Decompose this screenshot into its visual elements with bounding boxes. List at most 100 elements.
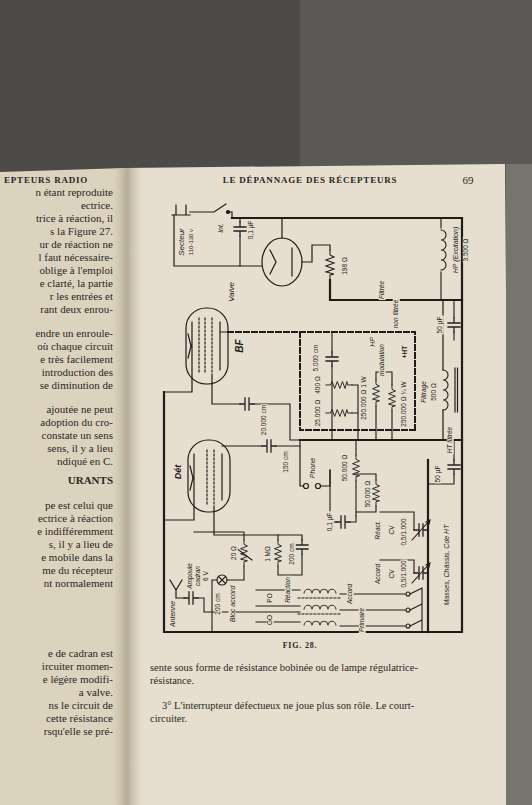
component-label: Bloc accord bbox=[229, 585, 236, 624]
component-label: cadran bbox=[195, 565, 202, 587]
dial-lamp bbox=[212, 577, 226, 633]
tuning-coils bbox=[256, 589, 405, 626]
component-label: 50 µF bbox=[435, 465, 442, 484]
tuning-coils bbox=[304, 621, 336, 625]
background bbox=[112, 168, 142, 805]
page-text: e de cadran est bbox=[48, 648, 113, 659]
component-label: modulation bbox=[379, 343, 386, 377]
resistor-symbol bbox=[373, 380, 380, 406]
component-label: Accord bbox=[375, 563, 382, 585]
component-label: 6 V bbox=[203, 570, 210, 582]
page-text: e mobile dans la bbox=[41, 552, 113, 563]
component-label: Antenne bbox=[169, 600, 176, 628]
component-label: 0,5/1.000 bbox=[401, 559, 408, 588]
capacitor-symbol bbox=[234, 222, 246, 236]
variable-capacitors bbox=[412, 520, 430, 583]
antenna bbox=[170, 580, 184, 598]
capacitor-symbol bbox=[296, 540, 308, 554]
schematic-wiring bbox=[278, 535, 302, 575]
bf-tube bbox=[199, 318, 212, 374]
component-label: 25.000 Ω bbox=[315, 399, 322, 428]
bf-tube bbox=[212, 374, 240, 404]
ht-filtered-bus bbox=[300, 439, 462, 441]
capacitor-symbol bbox=[326, 352, 338, 366]
page-text: rsqu'elle se pré- bbox=[44, 726, 113, 737]
component-label: HT filtrée bbox=[447, 426, 454, 454]
page-text: adoption du cro- bbox=[40, 417, 113, 428]
resistor-symbol bbox=[326, 382, 352, 389]
capacitor-symbol bbox=[448, 318, 460, 332]
capacitor-symbol bbox=[184, 592, 198, 604]
filtered-bus bbox=[330, 280, 462, 300]
schematic-wiring bbox=[356, 440, 376, 516]
schematic-wiring bbox=[453, 300, 454, 340]
page-text: l faut nécessaire- bbox=[38, 252, 113, 263]
schematic-wiring bbox=[440, 218, 441, 300]
bf-tube bbox=[164, 322, 228, 392]
component-label: Phone bbox=[309, 457, 316, 479]
component-label: 20.000 cm bbox=[261, 404, 268, 436]
page-text: e légère modifi- bbox=[43, 674, 113, 685]
schematic-wiring bbox=[239, 218, 240, 266]
filter-choke bbox=[443, 300, 458, 440]
component-label: Dét bbox=[174, 464, 183, 481]
page-text: où chaque circuit bbox=[37, 341, 113, 352]
page-text: rant deux enrou- bbox=[40, 304, 113, 315]
page-text: URANTS bbox=[68, 475, 113, 486]
component-label: 400 Ω bbox=[315, 375, 322, 395]
component-label: Int. bbox=[217, 222, 224, 234]
speaker-field-coil bbox=[441, 230, 446, 270]
capacitor-symbol bbox=[262, 440, 276, 452]
page-text: 3° L'interrupteur défectueux ne joue plu… bbox=[162, 701, 414, 712]
component-label: BF bbox=[235, 338, 245, 353]
resistor-symbol bbox=[389, 385, 396, 411]
tuning-coils bbox=[304, 589, 336, 593]
resistor-symbol bbox=[326, 250, 334, 280]
filter-choke bbox=[443, 300, 458, 440]
page-text: résistance. bbox=[150, 676, 194, 687]
component-label: 0,5/1.000 bbox=[401, 517, 408, 546]
component-label: 200 cm bbox=[289, 542, 296, 565]
component-label: 3.500 Ω bbox=[463, 238, 470, 263]
component-label: 0,1 µF bbox=[327, 512, 334, 533]
valve-tube bbox=[262, 218, 330, 286]
component-label: 50.000 Ω bbox=[365, 480, 372, 509]
mains-plug bbox=[227, 211, 230, 214]
page-text: r les entrées et bbox=[50, 291, 113, 302]
page-text: ns le circuit de bbox=[49, 700, 113, 711]
component-label: 150 cm bbox=[283, 450, 290, 473]
component-label: 1 MΩ bbox=[265, 545, 272, 563]
page-text: s, il y a lieu de bbox=[49, 539, 113, 550]
mains-plug bbox=[190, 204, 232, 218]
component-label: 0,1 µF bbox=[248, 220, 255, 241]
page-text: ajoutée ne peut bbox=[46, 404, 113, 415]
page-text: se diminution de bbox=[40, 380, 113, 391]
phone-jack bbox=[300, 446, 330, 486]
component-label: Filtrée bbox=[379, 280, 386, 300]
schematic-wiring bbox=[331, 332, 332, 440]
component-label: 200 cm bbox=[215, 592, 222, 615]
tuning-coils bbox=[256, 590, 405, 626]
page-text: ectrice. bbox=[81, 200, 113, 211]
figure-caption: FIG. 28. bbox=[283, 642, 318, 650]
tuning-coils bbox=[298, 598, 342, 614]
mains-plug bbox=[172, 204, 262, 266]
detector-tube bbox=[214, 506, 302, 540]
component-label: Primaire bbox=[359, 607, 366, 633]
page-text: nt normalement bbox=[44, 578, 113, 589]
component-label: Filtrage bbox=[421, 380, 428, 404]
phone-jack bbox=[304, 484, 309, 489]
component-label: 500 Ω bbox=[431, 382, 438, 402]
component-label: 5.000 cm bbox=[313, 344, 320, 373]
capacitor-symbol bbox=[240, 398, 254, 410]
page-text: pe est celui que bbox=[45, 500, 113, 511]
background bbox=[0, 168, 125, 805]
dial-lamp bbox=[212, 575, 227, 632]
component-label: HP (Excitation) bbox=[452, 226, 459, 274]
component-label: PO bbox=[267, 592, 274, 603]
detector-tube bbox=[207, 450, 214, 506]
antenna bbox=[170, 580, 184, 598]
